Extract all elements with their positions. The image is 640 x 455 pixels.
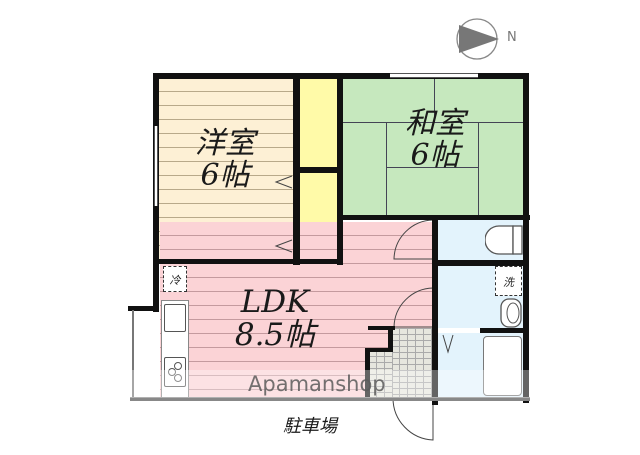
wall-kitchen-left: [153, 262, 159, 312]
entrance-tile: [391, 328, 433, 398]
wall-bottom: [130, 397, 530, 401]
fridge-space: 冷: [163, 266, 187, 292]
window-western-left: [154, 126, 158, 206]
wall-right: [523, 73, 529, 403]
toilet-icon: [485, 225, 523, 255]
western-room-label: 洋室 6帖: [170, 128, 280, 191]
ldk-name: LDK: [240, 284, 310, 320]
entrance-step: [368, 350, 393, 398]
compass-arrow-icon: [456, 18, 499, 60]
wall-western-bottom: [153, 259, 343, 264]
wall-entry-step-h: [365, 348, 391, 352]
japanese-room-name: 和室: [405, 106, 465, 141]
compass-north-label: N: [507, 30, 517, 45]
window-japanese-top: [390, 73, 478, 78]
bathtub: [483, 336, 522, 396]
wall-entry-step-v2: [365, 348, 370, 400]
watermark: Apamanshop: [248, 372, 386, 396]
wall-closet-right: [337, 73, 343, 265]
ldk-label: LDK 8.5帖: [210, 286, 340, 351]
kitchen-stove: [164, 357, 186, 387]
wall-toilet-bottom: [432, 260, 527, 266]
japanese-room-label: 和室 6帖: [380, 108, 490, 171]
closet-upper: [300, 78, 340, 168]
fridge-label: 冷: [169, 274, 181, 287]
stove-burners-icon: [168, 362, 182, 382]
compass: N: [453, 17, 517, 61]
japanese-room-size: 6帖: [410, 137, 460, 173]
parking-label: 駐車場: [283, 416, 337, 437]
wall-kitchen-outer: [132, 310, 134, 400]
wall-kitchen-notch: [128, 306, 158, 311]
wall-entry-step-v1: [388, 326, 393, 352]
wall-wash-bottom: [480, 328, 527, 333]
wall-top-left: [153, 73, 343, 79]
kitchen-sink: [164, 304, 186, 332]
ldk-size: 8.5帖: [234, 316, 316, 353]
washer-space: 洗: [495, 266, 522, 296]
western-room-name: 洋室: [195, 126, 255, 161]
wall-wet-left: [432, 215, 438, 405]
wall-closet-mid: [293, 167, 341, 173]
japanese-room: [342, 78, 524, 218]
washbasin-icon: [500, 298, 522, 328]
washer-label: 洗: [503, 276, 514, 289]
western-room-size: 6帖: [200, 157, 250, 193]
watermark-band: [0, 370, 640, 398]
wall-entry-step-top: [368, 326, 395, 330]
